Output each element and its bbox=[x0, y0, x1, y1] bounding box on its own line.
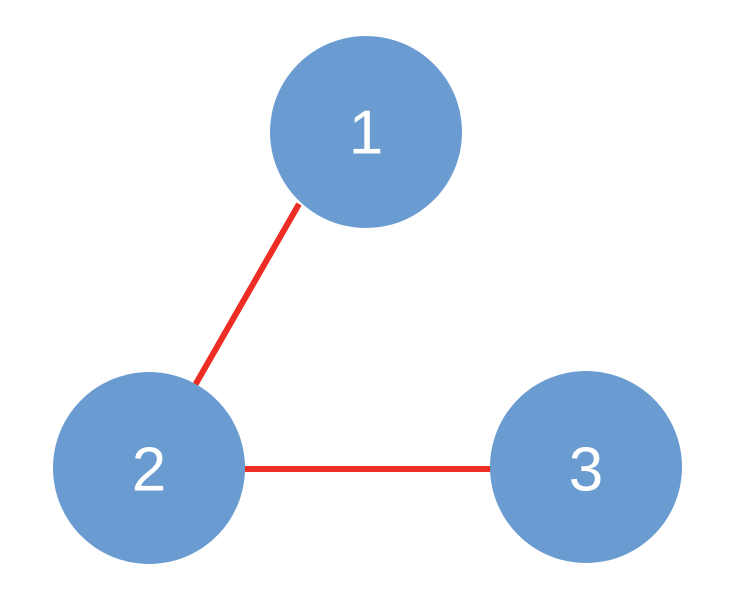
node-layer: 1 2 3 bbox=[53, 36, 682, 564]
edge-layer bbox=[191, 202, 495, 472]
graph-node-1[interactable]: 1 bbox=[270, 36, 462, 228]
node-label-2: 2 bbox=[132, 436, 166, 505]
graph-node-2[interactable]: 2 bbox=[53, 372, 245, 564]
node-circle-1[interactable] bbox=[270, 36, 462, 228]
node-circle-2[interactable] bbox=[53, 372, 245, 564]
graph-node-3[interactable]: 3 bbox=[490, 371, 682, 563]
graph-edge-2-1[interactable] bbox=[191, 202, 302, 389]
node-label-3: 3 bbox=[569, 436, 603, 505]
node-label-1: 1 bbox=[349, 99, 383, 168]
node-circle-3[interactable] bbox=[490, 371, 682, 563]
